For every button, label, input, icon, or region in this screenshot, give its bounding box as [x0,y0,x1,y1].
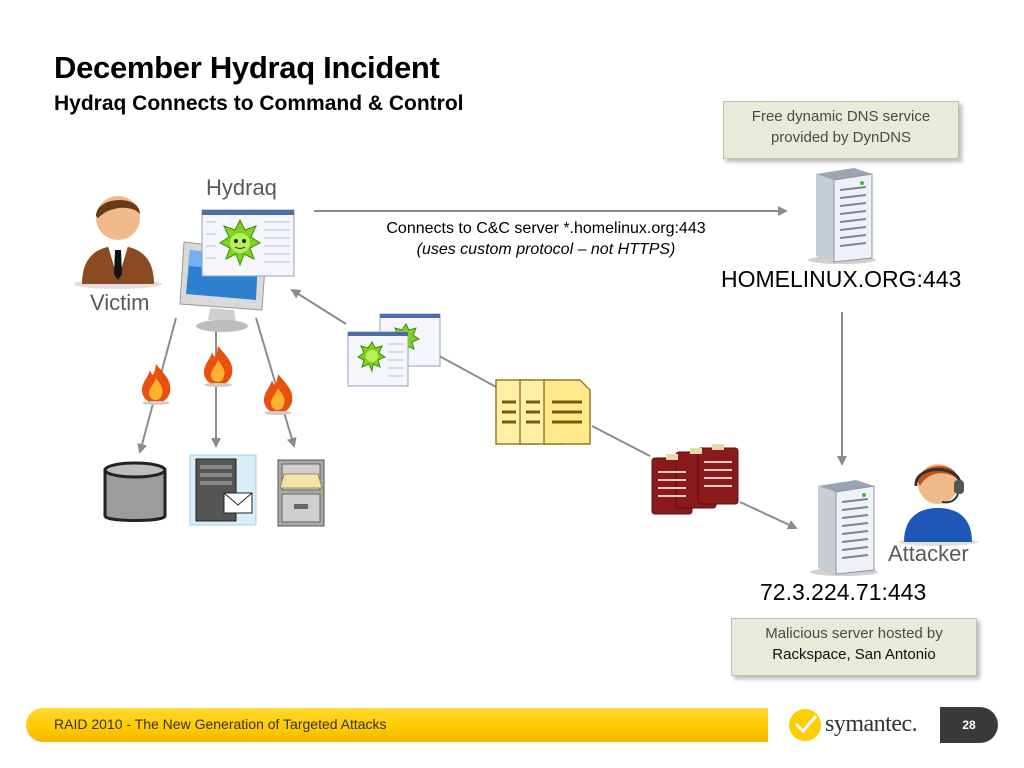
symantec-logo-icon [789,709,821,741]
dyndns-callout: Free dynamic DNS service provided by Dyn… [723,101,959,159]
rackspace-callout: Malicious server hosted by Rackspace, Sa… [731,618,977,676]
rackspace-callout-line1: Malicious server hosted by [765,625,943,642]
slide-subtitle: Hydraq Connects to Command & Control [54,92,464,115]
connection-text: Connects to C&C server *.homelinux.org:4… [386,220,706,237]
arrow-victim-to-filecabinet [255,317,297,448]
page-number: 28 [940,707,998,743]
slide-title: December Hydraq Incident [54,50,440,85]
document-icon [495,379,591,445]
mail-server-icon [189,454,257,526]
dyndns-callout-line2: provided by DynDNS [770,129,912,146]
connection-label: Connects to C&C server *.homelinux.org:4… [358,218,734,260]
connection-note: (uses custom protocol – not HTTPS) [416,241,676,258]
victim-label: Victim [90,290,150,315]
malware-screenshot-icon [201,209,295,277]
attacker-label: Attacker [888,541,969,566]
arrow-exfil-to-attacker-server [739,501,798,530]
footer-text: RAID 2010 - The New Generation of Target… [54,716,387,732]
flame-icon [142,364,171,405]
flame-icon [204,346,233,387]
attacker-headset-icon [898,464,978,546]
footer-divider [768,708,774,742]
database-icon [103,461,167,522]
person-icon [74,196,162,289]
file-cabinet-icon [277,459,325,527]
rackspace-callout-line2: Rackspace, San Antonio [772,646,936,663]
dyndns-callout-line1: Free dynamic DNS service [751,108,931,125]
line-docs-to-clipboards [591,425,651,457]
arrow-screens-to-victim [290,288,347,325]
clipboard-icon [651,444,739,515]
line-screens-to-docs [431,351,499,389]
homelinux-label: HOMELINUX.ORG:443 [721,266,962,292]
server-icon [810,480,878,576]
hydraq-label: Hydraq [206,175,277,200]
flame-icon [264,374,293,415]
server-icon [808,168,876,264]
attacker-ip-label: 72.3.224.71:443 [760,579,927,605]
footer-bar [26,708,768,742]
malware-screenshot-icon [347,313,441,387]
symantec-wordmark: symantec. [825,711,918,737]
